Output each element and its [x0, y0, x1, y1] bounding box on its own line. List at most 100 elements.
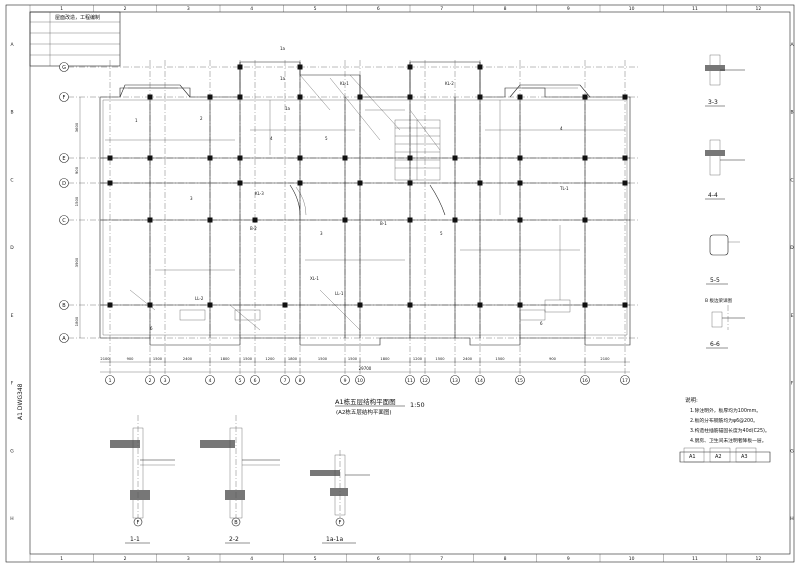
section-1a-title: 1a-1a: [326, 536, 343, 543]
structural-column: [407, 64, 413, 70]
col-axis-label: 12: [422, 378, 428, 384]
structural-column: [342, 217, 348, 223]
section-6-6: B 板边梁详图 6-6: [705, 297, 745, 349]
left-dimension-value: 1500: [74, 196, 79, 206]
structural-column: [582, 217, 588, 223]
structural-column: [207, 217, 213, 223]
col-axis-bubble: [105, 375, 115, 385]
row-axis-bubble: [59, 62, 69, 72]
section-5-title: 5-5: [710, 277, 720, 284]
section-3-title: 3-3: [708, 99, 718, 106]
side-border-letter: A: [10, 42, 14, 48]
plan-annotation: KL-3: [255, 191, 264, 196]
col-axis-label: 10: [357, 378, 363, 384]
col-axis-bubble: [420, 375, 430, 385]
structural-column: [252, 217, 258, 223]
col-axis-label: 15: [517, 378, 523, 384]
dimension-value: 1200: [265, 357, 275, 361]
sheet-side-code: A1 DWG348: [17, 383, 24, 420]
side-border-letter: F: [791, 381, 794, 387]
row-axis-bubble: [59, 178, 69, 188]
total-dimension: 29700: [359, 366, 372, 371]
structural-column: [107, 155, 113, 161]
notes-heading: 说明:: [685, 396, 698, 404]
plan-annotation: LL-2: [195, 296, 204, 301]
notes: 说明: 1.除注明外，板厚均为100mm。 2.板的分布钢筋均为φ6@200。 …: [685, 396, 770, 444]
structural-column: [282, 302, 288, 308]
interior-beams: [100, 62, 630, 338]
dimension-value: 2400: [463, 357, 473, 361]
structural-column: [477, 180, 483, 186]
structural-column: [357, 180, 363, 186]
key-a1: A1: [689, 454, 696, 460]
plan-annotation: 6: [540, 321, 543, 326]
structural-column: [237, 94, 243, 100]
structural-column: [477, 94, 483, 100]
col-axis-label: 16: [582, 378, 588, 384]
row-axis-bubble: [59, 153, 69, 163]
col-axis-label: 13: [452, 378, 458, 384]
bottom-border-number: 9: [567, 556, 570, 562]
left-dimension-value: 1800: [74, 316, 79, 326]
side-border-letter: E: [11, 313, 14, 319]
section-4-title: 4-4: [708, 192, 718, 199]
plan-annotation: 1a: [280, 76, 286, 81]
dimension-value: 1500: [243, 357, 253, 361]
structural-column: [237, 155, 243, 161]
plan-annotation: 5: [325, 136, 328, 141]
row-axis-label: E: [62, 156, 65, 162]
left-dimension-value: 3900: [74, 257, 79, 267]
plan-annotation: LL-1: [335, 291, 344, 296]
top-border-number: 11: [692, 6, 698, 12]
section-1-1: F 1-1: [110, 415, 175, 544]
top-border-number: 7: [440, 6, 443, 12]
bottom-border-number: 6: [377, 556, 380, 562]
beam-detail-label: B 板边梁详图: [705, 297, 733, 304]
bottom-border-number: 3: [187, 556, 190, 562]
top-border-number: 12: [755, 6, 761, 12]
side-border-letter: E: [791, 313, 794, 319]
plan-annotation: KL-1: [340, 81, 349, 86]
plan-annotation: 3: [190, 196, 193, 201]
dimension-value: 1500: [318, 357, 328, 361]
key-plan: A1 A2 A3: [679, 447, 771, 463]
col-axis-bubble: [620, 375, 630, 385]
dimension-value: 1500: [435, 357, 445, 361]
side-border-letter: B: [10, 110, 13, 116]
plan-annotation: B-2: [250, 226, 257, 231]
col-axis-label: 6: [254, 378, 257, 384]
dimension-value: 2400: [183, 357, 193, 361]
plan-scale: 1:50: [410, 401, 425, 409]
structural-column: [407, 155, 413, 161]
col-axis-bubble: [580, 375, 590, 385]
structural-column: [147, 94, 153, 100]
dimension-value: 2100: [100, 357, 110, 361]
structural-column: [517, 94, 523, 100]
dimension-value: 1200: [413, 357, 423, 361]
side-border-letter: D: [790, 245, 794, 251]
structural-column: [297, 94, 303, 100]
side-border-letter: C: [10, 177, 13, 183]
structural-column: [342, 155, 348, 161]
col-axis-bubble: [355, 375, 365, 385]
structural-column: [147, 217, 153, 223]
structural-column: [517, 217, 523, 223]
side-border-letter: G: [790, 448, 794, 454]
structural-column: [452, 155, 458, 161]
structural-column: [407, 302, 413, 308]
col-axis-bubble: [475, 375, 485, 385]
left-dimension-value: 900: [74, 166, 79, 174]
section-2-2: B 2-2: [200, 415, 280, 544]
plan-annotation: XL-1: [310, 276, 319, 281]
col-axis-bubble: [145, 375, 155, 385]
structural-column: [107, 180, 113, 186]
section-3-3: 3-3: [705, 54, 745, 107]
left-dimension-value: 3600: [74, 122, 79, 132]
top-border-number: 2: [124, 6, 127, 12]
structural-column: [207, 94, 213, 100]
col-axis-label: 5: [239, 378, 242, 384]
plan-annotation: 5: [440, 231, 443, 236]
row-axis-bubble: [59, 92, 69, 102]
section-4-4: 4-4: [705, 139, 745, 200]
